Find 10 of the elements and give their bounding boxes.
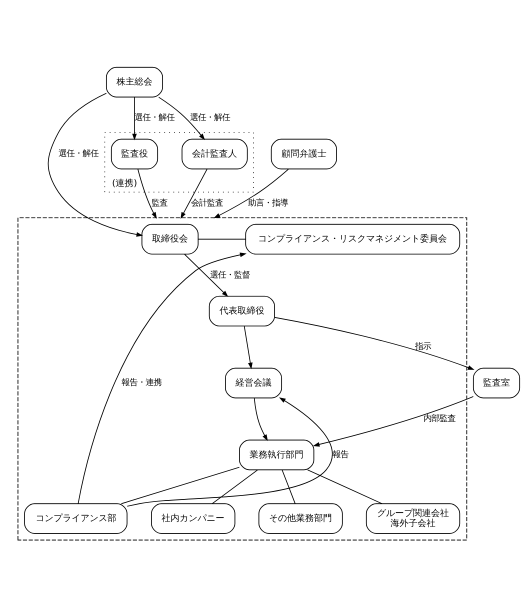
- edge-label: 指示: [414, 340, 431, 351]
- edge-label: 監査: [151, 196, 168, 207]
- edge-label: 選任・解任: [58, 148, 99, 158]
- edge-label: 選任・解任: [190, 112, 230, 122]
- edge-label: 助言・指導: [248, 196, 288, 207]
- edge-label: 報告: [332, 448, 348, 459]
- edge-label: 選任・監督: [210, 268, 250, 279]
- edge-label: 会計監査: [191, 196, 224, 207]
- edge-label: 報告・連携: [122, 376, 162, 387]
- edge-label: 内部監査: [423, 412, 456, 423]
